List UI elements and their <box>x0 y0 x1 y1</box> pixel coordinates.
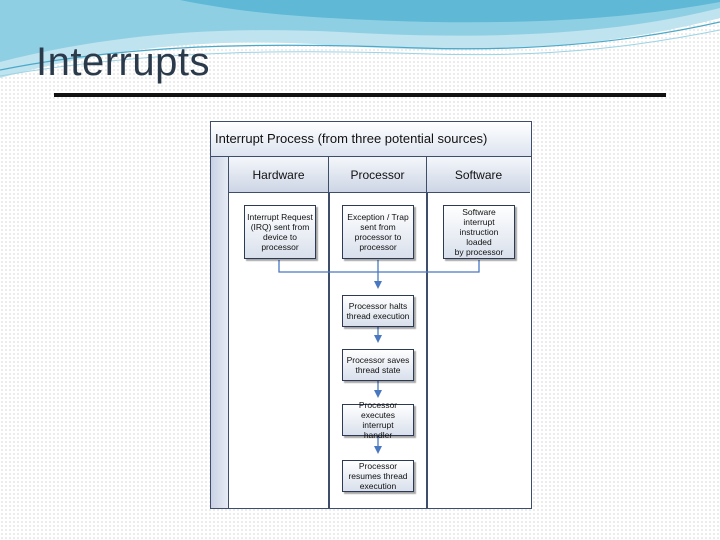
lane-header-software: Software <box>427 157 530 193</box>
step-resume-thread: Processor resumes thread execution <box>342 460 414 492</box>
source-processor-exception: Exception / Trap sent from processor to … <box>342 205 414 259</box>
slide-title: Interrupts <box>36 40 210 84</box>
interrupt-process-diagram: Interrupt Process (from three potential … <box>210 121 532 509</box>
lane-header-processor: Processor <box>329 157 427 193</box>
diagram-title: Interrupt Process (from three potential … <box>215 131 488 146</box>
connector-software-merge <box>378 260 480 273</box>
connector-hardware-merge <box>278 260 378 273</box>
lane-divider-2 <box>426 193 428 508</box>
flow-connectors <box>278 260 480 454</box>
source-hardware-irq: Interrupt Request (IRQ) sent from device… <box>244 205 316 259</box>
lane-header-hardware: Hardware <box>229 157 329 193</box>
lane-divider-1 <box>328 193 330 508</box>
step-halt-thread: Processor halts thread execution <box>342 295 414 327</box>
step-execute-handler: Processor executes interrupt handler <box>342 400 414 440</box>
header-swoosh-decoration <box>0 0 720 78</box>
pool-side-bar <box>211 157 229 508</box>
title-underline <box>54 93 666 97</box>
step-save-state: Processor saves thread state <box>342 349 414 381</box>
source-software-interrupt: Software interrupt instruction loaded by… <box>443 205 515 259</box>
diagram-header: Interrupt Process (from three potential … <box>211 122 531 157</box>
